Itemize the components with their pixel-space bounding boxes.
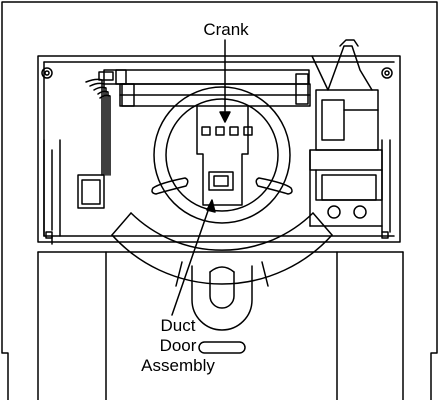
duct-door-assembly-label: Duct Door Assembly <box>128 316 228 376</box>
duct-door-label-line1: Duct <box>160 316 196 335</box>
duct-door-arrowhead <box>206 199 216 213</box>
lower-duct-channel <box>37 251 404 400</box>
u-damper <box>191 265 253 331</box>
door-disk <box>153 86 291 224</box>
duct-door-leader <box>171 204 211 316</box>
duct-door-label-line2: Door <box>159 336 197 355</box>
crank-slot <box>201 126 211 136</box>
crank-slot <box>215 126 225 136</box>
crank-slot <box>243 126 253 136</box>
leader-lines <box>171 39 231 316</box>
crank-slot <box>229 126 239 136</box>
motor-assembly <box>309 39 391 233</box>
crank-arrowhead <box>219 111 231 123</box>
duct-door-label-line3: Assembly <box>141 356 215 375</box>
oval-slot <box>198 341 246 354</box>
top-rail <box>103 69 311 107</box>
disk-slots <box>151 177 293 195</box>
crank-plate <box>196 105 253 206</box>
left-side-rail <box>43 139 61 237</box>
outer-ring-band <box>111 212 333 287</box>
wire-harness <box>77 71 114 209</box>
crank-label: Crank <box>203 20 249 39</box>
